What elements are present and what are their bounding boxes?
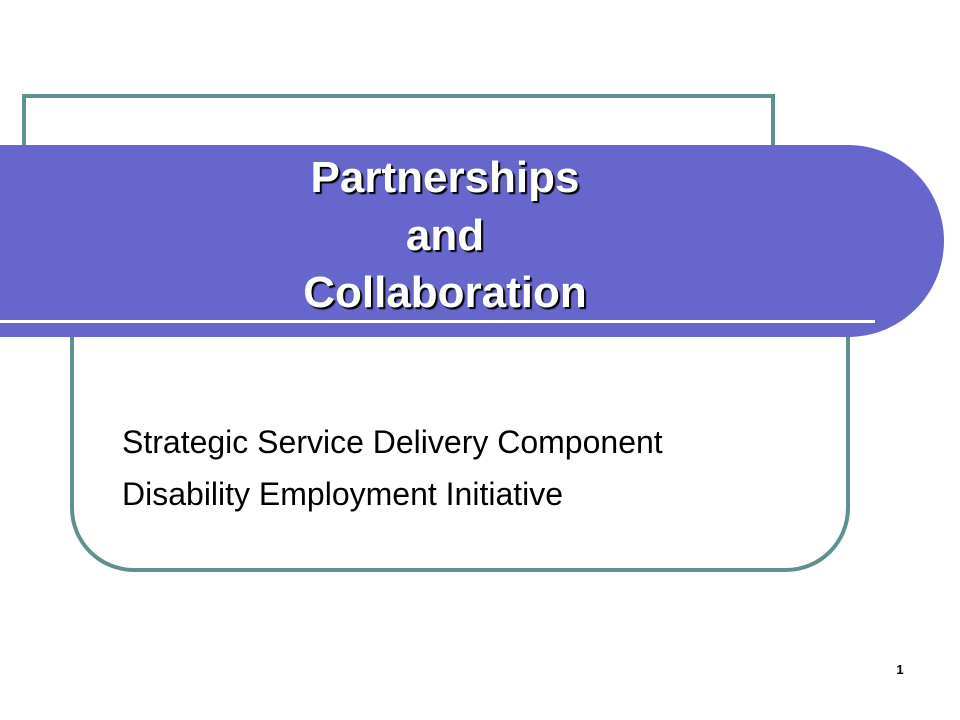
- slide-title: Partnerships and Collaboration: [260, 149, 630, 322]
- title-band: [0, 145, 944, 337]
- title-line: Partnerships: [310, 153, 580, 202]
- subtitle-line: Strategic Service Delivery Component: [122, 424, 663, 460]
- slide-subtitle: Strategic Service Delivery Component Dis…: [122, 416, 822, 520]
- slide-number: 1: [896, 662, 904, 677]
- upper-frame-outline: [22, 94, 775, 154]
- title-underline-rule: [0, 320, 875, 323]
- subtitle-line: Disability Employment Initiative: [122, 476, 564, 512]
- title-line: Collaboration: [303, 268, 587, 318]
- title-line: and: [405, 210, 485, 260]
- content-box: [70, 300, 850, 572]
